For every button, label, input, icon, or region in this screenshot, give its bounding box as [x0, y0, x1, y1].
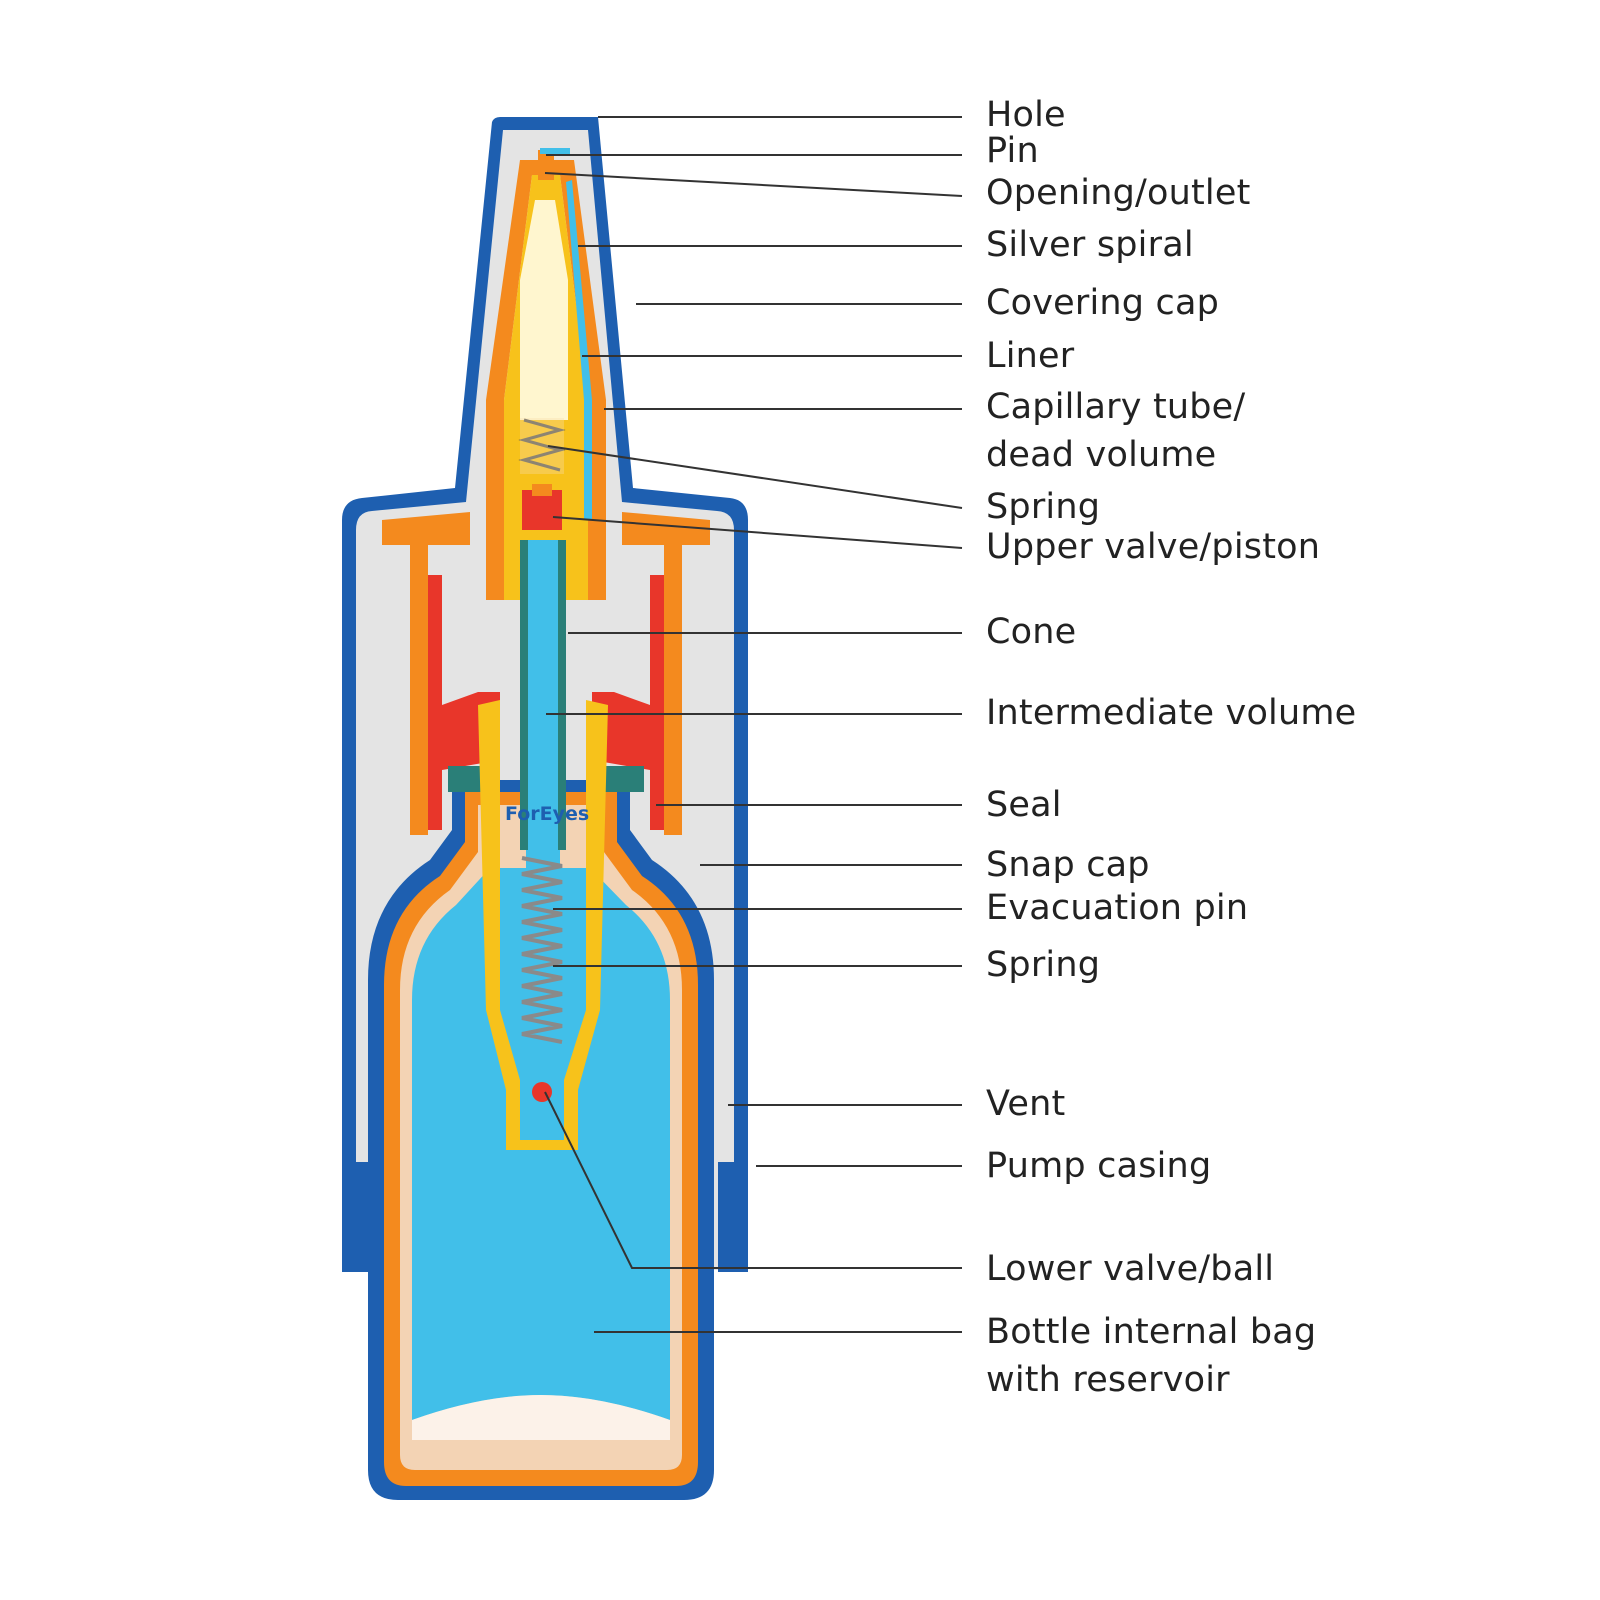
label-bottle-bag: Bottle internal bag with reservoir: [986, 1312, 1317, 1400]
label-cone: Cone: [986, 612, 1077, 652]
watermark: ForEyes: [505, 803, 589, 825]
snap-cap-shape: [382, 512, 710, 835]
label-spring-upper: Spring: [986, 487, 1101, 527]
nozzle-shape: [486, 148, 606, 600]
stem-shape: [520, 540, 566, 880]
label-liner: Liner: [986, 336, 1075, 376]
label-hole: Hole: [986, 95, 1066, 135]
label-intermediate-volume: Intermediate volume: [986, 693, 1357, 733]
label-covering-cap: Covering cap: [986, 283, 1220, 323]
leader-lines: [544, 116, 963, 1333]
seal-right: [602, 766, 644, 792]
label-pump-casing: Pump casing: [986, 1146, 1212, 1186]
label-spring-lower: Spring: [986, 945, 1101, 985]
label-snap-cap: Snap cap: [986, 845, 1150, 885]
label-capillary-tube: Capillary tube/ dead volume: [986, 387, 1246, 475]
label-opening-outlet: Opening/outlet: [986, 173, 1251, 213]
bottle-shape: [368, 780, 714, 1500]
label-evacuation-pin: Evacuation pin: [986, 888, 1249, 928]
label-lower-valve: Lower valve/ball: [986, 1249, 1275, 1289]
cone-chamber-shape: [478, 700, 608, 1150]
label-pin: Pin: [986, 131, 1039, 171]
label-silver-spiral: Silver spiral: [986, 225, 1194, 265]
label-upper-valve: Upper valve/piston: [986, 527, 1321, 567]
lower-spring-shape: [521, 856, 563, 1044]
label-seal: Seal: [986, 785, 1062, 825]
label-vent: Vent: [986, 1084, 1066, 1124]
